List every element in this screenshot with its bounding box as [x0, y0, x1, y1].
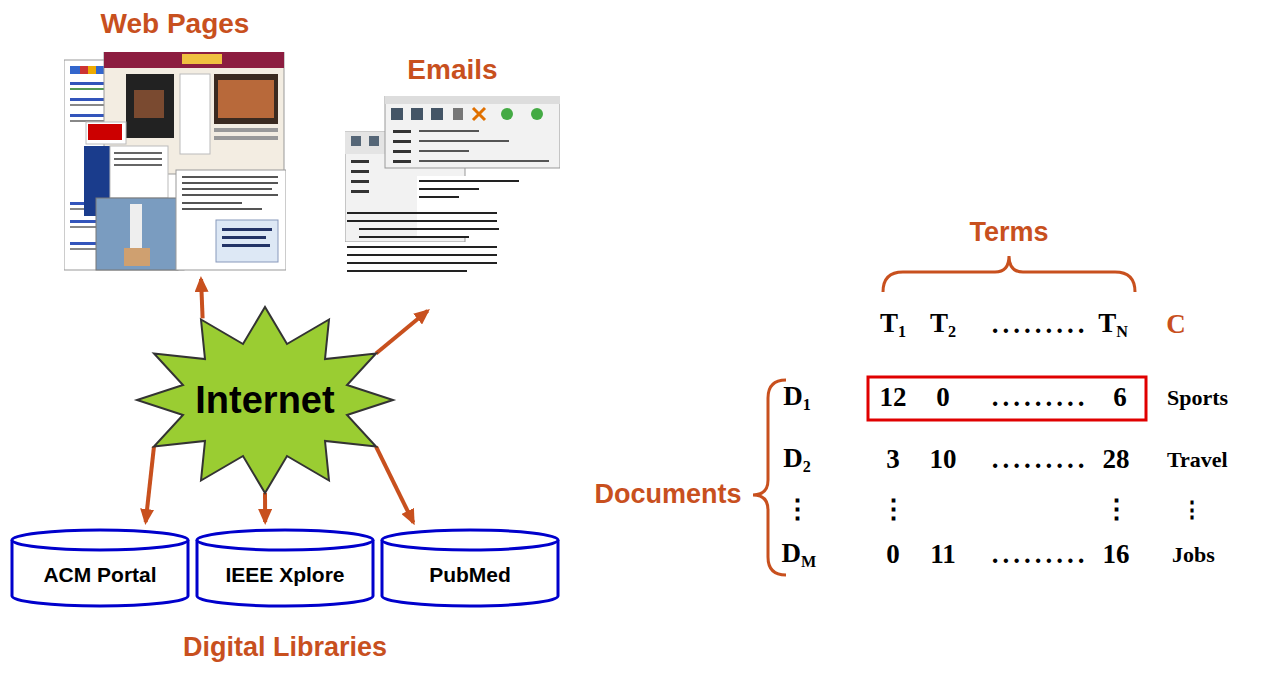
library-cylinder: ACM Portal — [10, 528, 190, 608]
cylinder-top — [197, 530, 373, 550]
arrow-connector — [201, 279, 203, 318]
node-label: Internet — [195, 379, 334, 422]
arrow-connector — [376, 447, 413, 523]
vertical-ellipsis: ⋮ — [1181, 498, 1203, 522]
column-header: T2 — [930, 309, 956, 342]
table-cell: 10 — [930, 445, 957, 475]
axis-heading: Documents — [594, 480, 741, 510]
library-cylinder: IEEE Xplore — [195, 528, 375, 608]
table-cell: 0 — [886, 540, 900, 570]
arrow-connector — [146, 447, 154, 522]
axis-heading: Terms — [969, 218, 1048, 248]
subscript: 2 — [803, 458, 811, 476]
emails-node: Emails — [326, 52, 579, 307]
terms-brace — [883, 256, 1135, 292]
table-cell: 11 — [930, 540, 956, 570]
column-header: T1 — [880, 309, 906, 342]
cylinder-top — [382, 530, 558, 550]
cylinder-top — [12, 530, 188, 550]
arrow-connector — [376, 311, 428, 354]
starburst-shape — [137, 307, 393, 493]
node-label: PubMed — [429, 563, 511, 587]
web-pages-node: Web Pages — [46, 6, 304, 273]
node-label: IEEE Xplore — [225, 563, 344, 587]
vertical-ellipsis: ⋮ — [1103, 495, 1130, 525]
row-header: D1 — [783, 382, 811, 415]
table-cell: 6 — [1113, 383, 1127, 413]
ellipsis: ......... — [992, 540, 1089, 570]
table-cell: 28 — [1103, 445, 1130, 475]
arrow-connector — [263, 493, 267, 522]
row-header: D2 — [783, 444, 811, 477]
ellipsis: ......... — [992, 383, 1089, 413]
subscript: 1 — [898, 323, 906, 341]
vertical-ellipsis: ⋮ — [880, 495, 907, 525]
node-heading: Emails — [326, 52, 579, 88]
subscript: M — [801, 553, 816, 571]
table-cell: 16 — [1103, 540, 1130, 570]
column-header: TN — [1098, 309, 1128, 342]
class-label: Travel — [1167, 448, 1228, 472]
table-cell: 0 — [936, 383, 950, 413]
web-pages-illustration — [64, 52, 286, 272]
vertical-ellipsis: ⋮ — [784, 495, 811, 525]
group-label: Digital Libraries — [183, 633, 387, 663]
subscript: 1 — [803, 396, 811, 414]
table-cell: 3 — [886, 445, 900, 475]
table-cell: 12 — [880, 383, 907, 413]
ellipsis: ......... — [992, 310, 1089, 340]
emails-illustration — [345, 96, 560, 302]
class-header: C — [1166, 310, 1186, 340]
library-cylinder: PubMed — [380, 528, 560, 608]
node-label: ACM Portal — [43, 563, 156, 587]
row-header: DM — [782, 539, 817, 572]
node-heading: Web Pages — [46, 6, 304, 42]
class-label: Jobs — [1172, 543, 1215, 567]
subscript: 2 — [948, 323, 956, 341]
documents-brace — [753, 380, 786, 575]
row-highlight — [868, 377, 1146, 420]
subscript: N — [1116, 323, 1128, 341]
ellipsis: ......... — [992, 445, 1089, 475]
class-label: Sports — [1167, 386, 1228, 410]
internet-starburst: Internet — [135, 305, 395, 495]
